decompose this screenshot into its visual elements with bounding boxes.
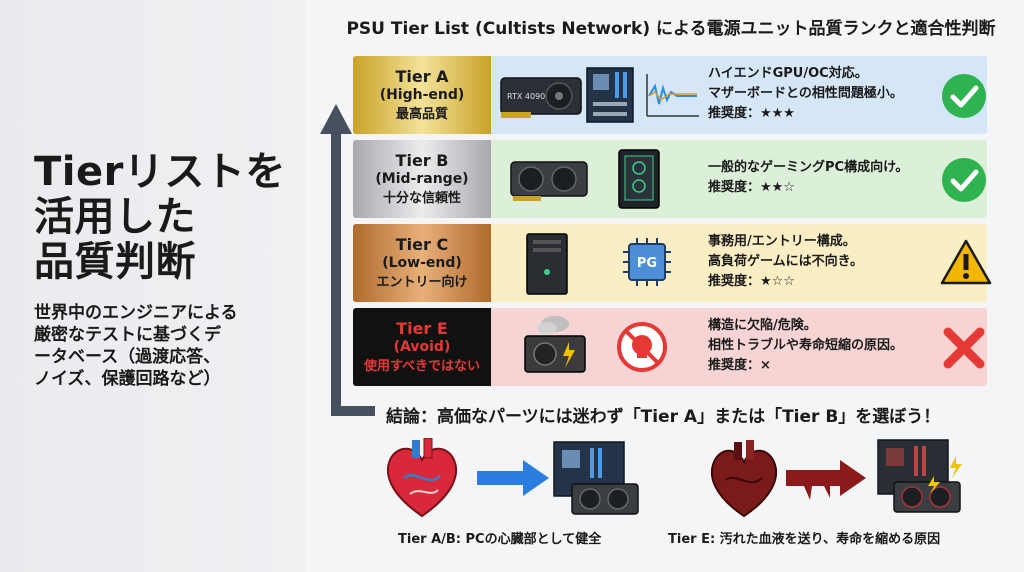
office-pc-icon (526, 233, 568, 295)
quality-arrow-foot (331, 406, 375, 416)
conclusion-text: 結論：高価なパーツには迷わず「Tier A」または「Tier B」を選ぼう！ (386, 407, 941, 427)
tier-description-c: 事務用/エントリー構成。 高負荷ゲームには不向き。 推奨度：★☆☆ (708, 232, 938, 292)
left-panel (0, 0, 305, 572)
gpu-icon (510, 161, 588, 201)
tier-desc: 最高品質 (395, 106, 448, 122)
tier-row-b: Tier B (Mid-range) 十分な信頼性 一般的なゲーミングPC構成向… (353, 140, 987, 218)
quality-arrow-head (320, 104, 352, 134)
gpu-illustration: RTX 4090 (500, 77, 582, 118)
check-icon (942, 158, 986, 202)
page-title: Tierリストを 活用した 品質判断 (34, 149, 286, 285)
broken-psu-icon (524, 316, 586, 373)
chip-icon: PG (623, 238, 671, 286)
right-arrow-icon (477, 460, 549, 496)
tier-desc: 十分な信頼性 (382, 190, 461, 206)
tier-range: (High-end) (379, 86, 465, 103)
tier-row-e: Tier E (Avoid) 使用すべきではない 構造に欠陥/危険。 相性トラブ… (353, 308, 987, 386)
desc-line: ハイエンドGPU/OC対応。 (708, 66, 868, 81)
tier-desc: エントリー向け (376, 274, 468, 290)
desc-line: 相性トラブルや寿命短縮の原因。 (708, 338, 904, 353)
tier-label-e: Tier E (Avoid) 使用すべきではない (353, 308, 491, 386)
tier-name: Tier A (395, 66, 449, 86)
healthy-caption: Tier A/B: PCの心臓部として健全 (398, 532, 602, 547)
desc-line: マザーボードとの相性問題極小。 (708, 86, 903, 101)
tier-label-a: Tier A (High-end) 最高品質 (353, 56, 491, 134)
tier-label-b: Tier B (Mid-range) 十分な信頼性 (353, 140, 491, 218)
desc-line: 推奨度：× (708, 358, 771, 373)
tier-description-b: 一般的なゲーミングPC構成向け。 推奨度：★★☆ (708, 158, 938, 198)
tier-description-e: 構造に欠陥/危険。 相性トラブルや寿命短縮の原因。 推奨度：× (708, 316, 938, 376)
chart-title: PSU Tier List (Cultists Network) による電源ユニ… (346, 19, 996, 39)
motherboard-icon (586, 67, 634, 123)
desc-line: 推奨度：★★★ (708, 106, 795, 121)
chip-label: PG (637, 256, 657, 271)
dirty-blood-arrow-icon (786, 460, 866, 500)
waveform-icon (646, 74, 699, 117)
desc-line: 構造に欠陥/危険。 (708, 318, 817, 333)
pc-case-icon (618, 149, 660, 209)
tier-range: (Low-end) (382, 254, 462, 271)
tier-row-c: Tier C (Low-end) エントリー向け PG 事務用/エントリー構成。… (353, 224, 987, 302)
tier-row-a: Tier A (High-end) 最高品質 RTX 4090 ハイエンドGPU… (353, 56, 987, 134)
tier-desc: 使用すべきではない (363, 358, 481, 374)
page-subtitle: 世界中のエンジニアによる 厳密なテストに基づくデ ータベース（過渡応答、 ノイズ… (34, 303, 238, 389)
quality-arrow-shaft (331, 130, 341, 416)
prohibited-icon (617, 322, 667, 372)
tier-description-a: ハイエンドGPU/OC対応。 マザーボードとの相性問題極小。 推奨度：★★★ (708, 64, 938, 124)
warning-icon (940, 239, 992, 285)
gpu-label: RTX 4090 (507, 92, 545, 101)
cross-icon (943, 327, 985, 369)
desc-line: 高負荷ゲームには不向き。 (708, 254, 863, 269)
damaged-caption: Tier E: 汚れた血液を送り、寿命を縮める原因 (668, 532, 941, 547)
desc-line: 一般的なゲーミングPC構成向け。 (708, 160, 909, 175)
damaged-heart-icon (710, 440, 778, 518)
tier-name: Tier C (395, 234, 449, 254)
tier-label-c: Tier C (Low-end) エントリー向け (353, 224, 491, 302)
desc-line: 事務用/エントリー構成。 (708, 234, 856, 249)
tier-range: (Avoid) (393, 338, 451, 355)
desc-line: 推奨度：★☆☆ (708, 274, 795, 289)
healthy-heart-icon (386, 438, 458, 518)
healthy-motherboard-icon (553, 441, 639, 515)
tier-range: (Mid-range) (375, 170, 469, 187)
tier-name: Tier B (395, 150, 449, 170)
tier-name: Tier E (396, 318, 448, 338)
check-icon (942, 74, 986, 118)
desc-line: 推奨度：★★☆ (708, 180, 795, 195)
damaged-motherboard-icon (877, 439, 962, 513)
